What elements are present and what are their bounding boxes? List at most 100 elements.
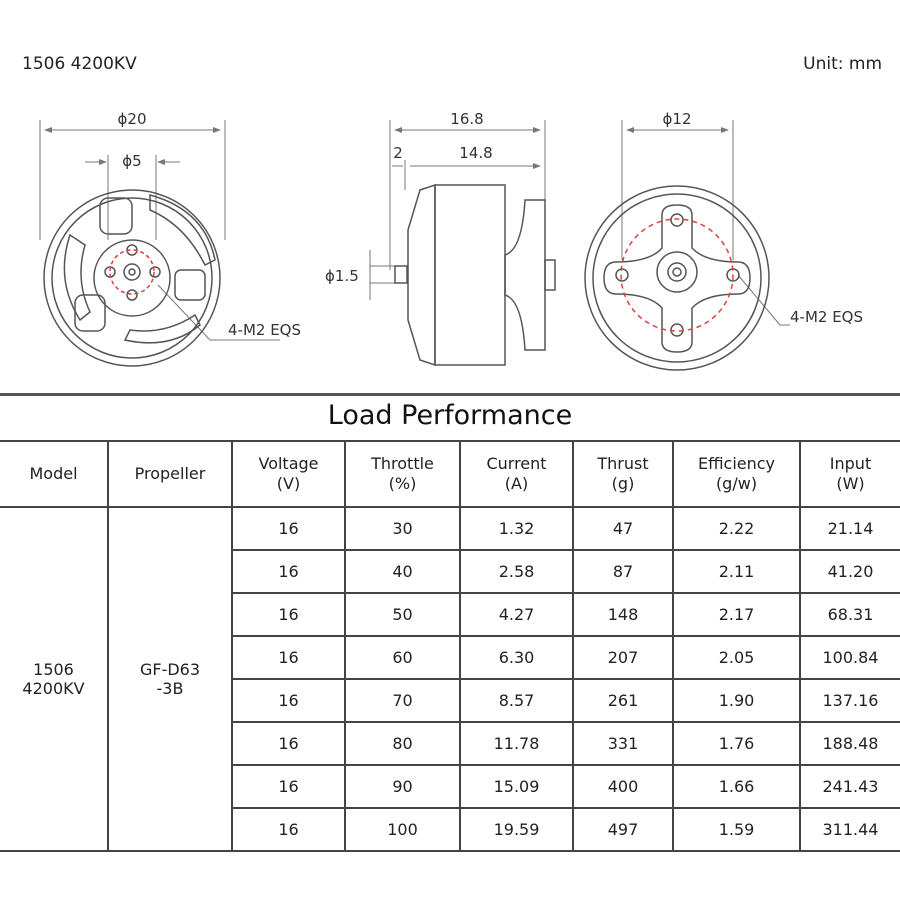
model-title: 1506 4200KV — [22, 54, 137, 74]
table-cell: 1.59 — [672, 807, 801, 852]
table-cell: 21.14 — [799, 506, 900, 551]
table-cell: 148 — [572, 592, 674, 637]
column-header: Throttle(%) — [344, 440, 461, 508]
table-cell: 90 — [344, 764, 461, 809]
table-cell: 2.58 — [459, 549, 574, 594]
rear-holes-label: 4-M2 EQS — [790, 308, 863, 326]
table-cell: 261 — [572, 678, 674, 723]
header-unit: (g/w) — [715, 474, 758, 493]
header-unit: (g) — [611, 474, 635, 493]
propeller-cell: GF-D63-3B — [107, 506, 233, 852]
table-cell: 11.78 — [459, 721, 574, 766]
table-cell: 30 — [344, 506, 461, 551]
dim-shaft-dia: ϕ1.5 — [325, 267, 359, 285]
table-cell: 8.57 — [459, 678, 574, 723]
header-unit: (V) — [276, 474, 301, 493]
dim-inner-dia: ϕ5 — [122, 152, 141, 170]
dim-rear-dia: ϕ12 — [663, 110, 692, 128]
table-cell: 50 — [344, 592, 461, 637]
table-cell: 19.59 — [459, 807, 574, 852]
dim-shaft-length: 2 — [393, 144, 403, 162]
header-unit: (A) — [504, 474, 529, 493]
table-cell: 1.76 — [672, 721, 801, 766]
table-title: Load Performance — [327, 400, 573, 431]
table-cell: 100.84 — [799, 635, 900, 680]
table-cell: 68.31 — [799, 592, 900, 637]
table-cell: 15.09 — [459, 764, 574, 809]
table-cell: 207 — [572, 635, 674, 680]
front-holes-label: 4-M2 EQS — [228, 321, 301, 339]
model-line2: 4200KV — [22, 679, 85, 698]
front-hole-circle — [109, 249, 155, 295]
table-cell: 70 — [344, 678, 461, 723]
column-header: Efficiency(g/w) — [672, 440, 801, 508]
dim-body-length: 14.8 — [459, 144, 492, 162]
header-label: Current — [486, 454, 547, 473]
table-cell: 16 — [232, 807, 346, 852]
table-cell: 1.90 — [672, 678, 801, 723]
header-label: Efficiency — [697, 454, 776, 473]
column-header: Input(W) — [799, 440, 900, 508]
table-cell: 2.17 — [672, 592, 801, 637]
table-cell: 40 — [344, 549, 461, 594]
table-cell: 1.66 — [672, 764, 801, 809]
header-label: Throttle — [371, 454, 434, 473]
table-cell: 87 — [572, 549, 674, 594]
column-header: Voltage(V) — [231, 440, 346, 508]
table-cell: 16 — [232, 549, 346, 594]
table-cell: 6.30 — [459, 635, 574, 680]
table-cell: 16 — [231, 506, 346, 551]
table-cell: 1.32 — [459, 506, 574, 551]
table-cell: 2.22 — [672, 506, 801, 551]
table-cell: 60 — [344, 635, 461, 680]
table-cell: 16 — [232, 764, 346, 809]
table-cell: 311.44 — [799, 807, 900, 852]
column-header: Thrust(g) — [572, 440, 674, 508]
dim-outer-dia: ϕ20 — [118, 110, 147, 128]
table-cell: 16 — [232, 592, 346, 637]
table-cell: 16 — [232, 678, 346, 723]
table-cell: 100 — [344, 807, 461, 852]
motor-drawing: ϕ20 ϕ5 4-M2 EQS 16.8 2 14.8 ϕ1.5 ϕ12 4-M… — [39, 110, 863, 371]
table-cell: 41.20 — [799, 549, 900, 594]
dim-total-length: 16.8 — [450, 110, 483, 128]
column-header: Model — [0, 440, 109, 508]
table-cell: 4.27 — [459, 592, 574, 637]
propeller-line1: GF-D63 — [139, 660, 201, 679]
table-cell: 331 — [572, 721, 674, 766]
table-cell: 16 — [232, 721, 346, 766]
header-label: Voltage — [258, 454, 319, 473]
unit-label: Unit: mm — [803, 54, 882, 74]
propeller-line2: -3B — [156, 679, 184, 698]
table-cell: 16 — [232, 635, 346, 680]
header-label: Thrust — [597, 454, 649, 473]
divider — [0, 393, 900, 396]
header-unit: (%) — [388, 474, 417, 493]
table-cell: 241.43 — [799, 764, 900, 809]
header-label: Propeller — [134, 464, 206, 483]
rear-hole-circle — [620, 218, 734, 332]
table-cell: 47 — [572, 506, 674, 551]
header-label: Input — [829, 454, 872, 473]
header-unit: (W) — [836, 474, 865, 493]
table-cell: 400 — [572, 764, 674, 809]
model-line1: 1506 — [33, 660, 74, 679]
table-cell: 188.48 — [799, 721, 900, 766]
table-cell: 80 — [344, 721, 461, 766]
column-header: Propeller — [107, 440, 233, 508]
table-cell: 2.11 — [672, 549, 801, 594]
column-header: Current(A) — [459, 440, 574, 508]
header-label: Model — [29, 464, 78, 483]
table-cell: 137.16 — [799, 678, 900, 723]
